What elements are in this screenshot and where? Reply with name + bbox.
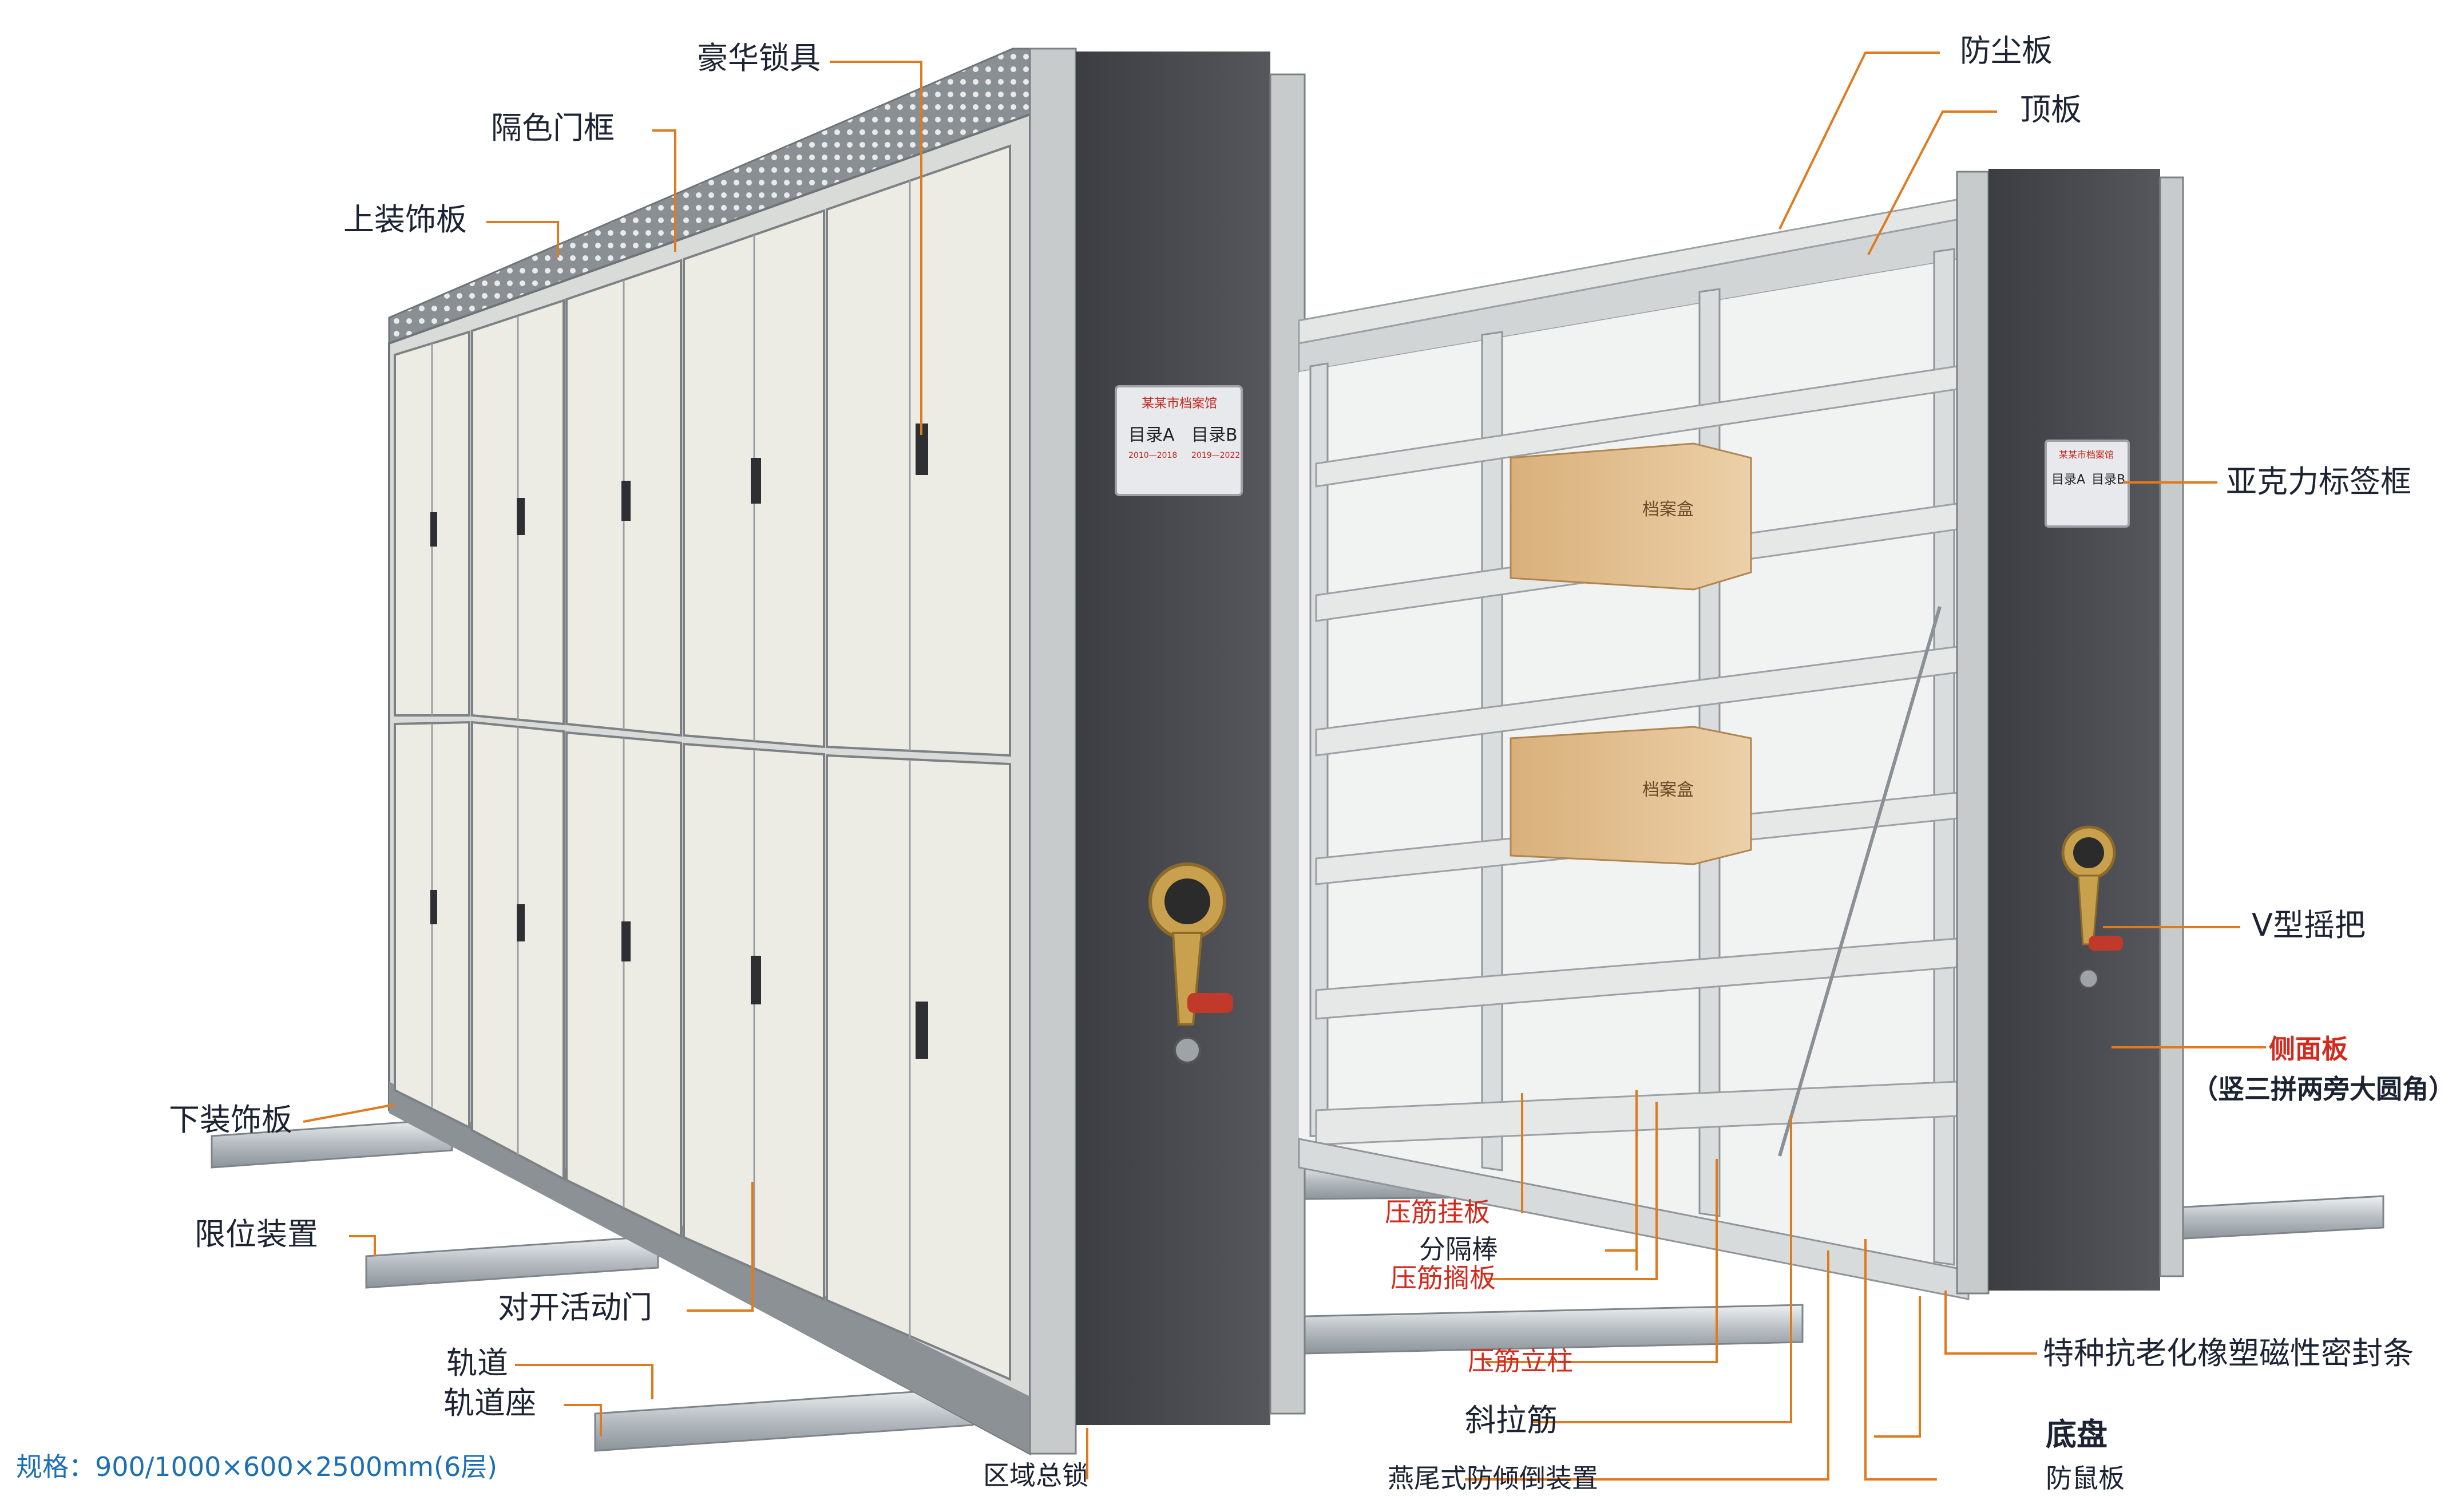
label-double-door: 对开活动门	[498, 1289, 652, 1325]
label-bottom-decor-panel: 下装饰板	[169, 1102, 292, 1138]
side-panel-right	[1988, 169, 2160, 1291]
archive-box-label: 档案盒	[1642, 500, 1694, 520]
label-frame-entry-b: 目录B	[1191, 425, 1238, 445]
label-acrylic-label-frame: 亚克力标签框	[2226, 464, 2411, 500]
v-handle-left	[1148, 862, 1233, 1064]
label-track: 轨道	[446, 1345, 508, 1381]
label-color-door-frame: 隔色门框	[491, 110, 615, 146]
label-frame-entry-a-r: 目录A	[2051, 473, 2085, 487]
label-shelf-hang-plate: 压筋挂板	[1385, 1197, 1490, 1228]
left-cabinet	[388, 48, 1306, 1456]
rail-6	[2173, 1195, 2384, 1240]
label-frame-range-a: 2010—2018	[1128, 451, 1177, 460]
label-zone-lock: 区域总锁	[983, 1460, 1088, 1491]
side-panel-left	[1076, 52, 1270, 1425]
label-shelf-board: 压筋搁板	[1391, 1263, 1496, 1293]
door-locks	[430, 424, 928, 1059]
label-top-decor-panel: 上装饰板	[343, 201, 467, 238]
label-side-panel-note: （竖三拼两旁大圆角）	[2192, 1074, 2455, 1105]
label-divider-rod: 分隔棒	[1419, 1234, 1498, 1265]
label-side-panel: 侧面板	[2269, 1034, 2348, 1064]
label-magnetic-seal: 特种抗老化橡塑磁性密封条	[2043, 1335, 2414, 1371]
luxury-lock-icon	[916, 424, 928, 475]
rail-1	[211, 1118, 453, 1169]
archive-box-label-2: 档案盒	[1642, 780, 1694, 800]
v-handle-right	[2061, 825, 2123, 989]
leader-lines	[303, 52, 2266, 1481]
archive-boxes: 档案盒 档案盒	[1510, 442, 1752, 865]
acrylic-label-frame-left: 某某市档案馆 目录A 目录B 2010—2018 2019—2022	[1115, 385, 1243, 496]
label-frame-entry-b-r: 目录B	[2091, 473, 2125, 487]
label-frame-title: 某某市档案馆	[1142, 397, 1217, 411]
label-frame-title-r: 某某市档案馆	[2059, 449, 2114, 460]
label-upright-post: 压筋立柱	[1468, 1345, 1573, 1376]
label-frame-entry-a: 目录A	[1128, 425, 1175, 445]
label-chassis: 底盘	[2046, 1416, 2108, 1453]
label-top-board: 顶板	[2020, 92, 2082, 128]
label-anti-tip-device: 燕尾式防倾倒装置	[1388, 1463, 1598, 1494]
label-diagonal-brace: 斜拉筋	[1465, 1402, 1558, 1438]
label-limit-device: 限位装置	[195, 1216, 318, 1252]
rail-3	[594, 1387, 974, 1452]
rail-2	[365, 1235, 659, 1289]
label-rat-guard: 防鼠板	[2046, 1463, 2125, 1494]
label-luxury-lock: 豪华锁具	[697, 40, 821, 76]
spec-text: 规格：900/1000×600×2500mm(6层)	[16, 1451, 498, 1482]
label-track-base: 轨道座	[443, 1385, 536, 1421]
acrylic-label-frame-right: 某某市档案馆 目录A 目录B	[2045, 440, 2130, 528]
chassis	[1298, 1138, 1970, 1300]
label-frame-range-b: 2019—2022	[1191, 451, 1240, 460]
diagonal-brace	[1778, 606, 1942, 1157]
bottom-decor-panel	[389, 1082, 1030, 1454]
label-dust-board: 防尘板	[1960, 33, 2053, 69]
right-open-shelf: 档案盒 档案盒	[1298, 169, 2184, 1300]
label-v-handle: V型摇把	[2252, 907, 2366, 943]
